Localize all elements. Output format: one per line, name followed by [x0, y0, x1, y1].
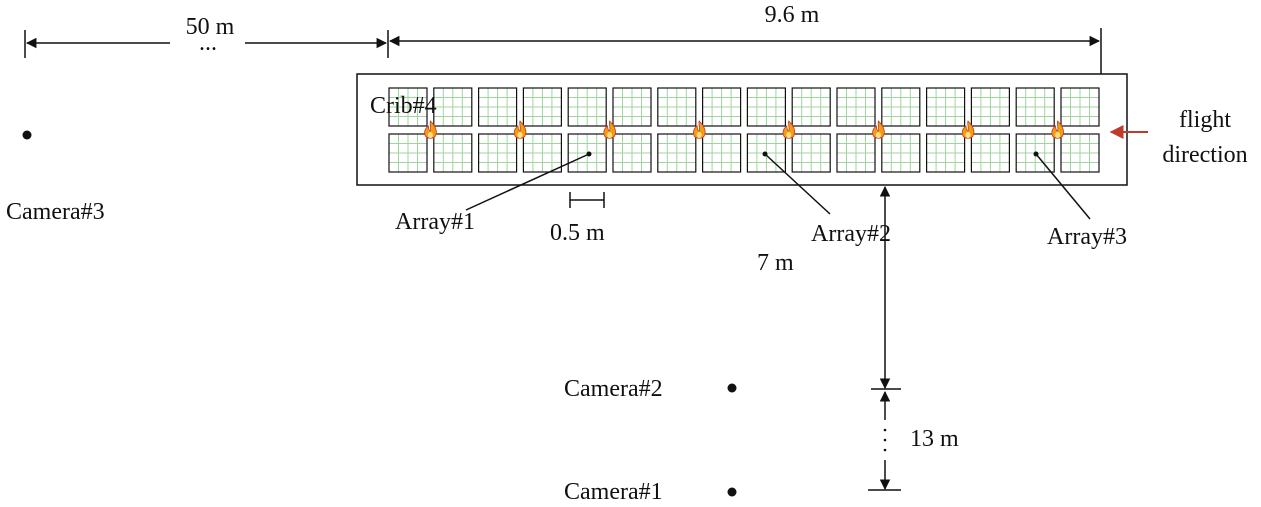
fire-icon [603, 120, 616, 139]
crib-cell [388, 87, 428, 127]
camera3-marker [22, 130, 32, 140]
crib-cell [612, 87, 652, 127]
crib-cell [433, 87, 473, 127]
label-cell-size: 0.5 m [550, 220, 605, 246]
fire-icon [424, 120, 437, 139]
fire-icon [1051, 120, 1064, 139]
dim-crib-to-camera2 [871, 185, 901, 390]
crib-cell [836, 133, 876, 173]
crib-cell [881, 133, 921, 173]
crib-cell [746, 87, 787, 127]
crib-cell [433, 133, 473, 173]
crib-cell [478, 133, 518, 173]
crib-cell [925, 87, 966, 127]
camera1-marker [727, 487, 737, 497]
crib-cell [478, 87, 518, 127]
crib-cell [388, 133, 428, 173]
ellipsis-horizontal: ... [199, 30, 217, 56]
crib-cell [567, 87, 607, 127]
fire-icon [872, 120, 885, 139]
label-array1: Array#1 [395, 209, 475, 235]
label-crib-width: 9.6 m [765, 2, 820, 28]
label-camera2: Camera#2 [564, 376, 663, 402]
fire-icon [693, 120, 706, 139]
fire-icon [513, 120, 527, 139]
fire-icon [961, 120, 975, 139]
crib-cell [925, 133, 966, 173]
crib-cell [881, 87, 921, 127]
fire-markers [424, 120, 1064, 139]
crib-cell [970, 87, 1011, 127]
label-flight-line2: direction [1162, 142, 1247, 168]
label-dist-camera3: 50 m [186, 14, 235, 40]
label-crib: Crib#4 [370, 93, 437, 119]
dim-camera3-distance [24, 30, 389, 58]
crib-cell [1015, 87, 1055, 127]
crib-cell [657, 133, 697, 173]
crib-cell [791, 87, 831, 127]
fire-icon [782, 120, 796, 139]
crib-frame [356, 73, 1128, 186]
crib-cell [657, 87, 697, 127]
crib-cell [1060, 87, 1100, 127]
crib-cell [701, 133, 742, 173]
array-leader-lines [465, 151, 1091, 220]
crib-cell [970, 133, 1011, 173]
crib-cell [522, 87, 563, 127]
label-flight-line1: flight [1179, 107, 1231, 133]
dim-camera2-to-camera1 [868, 390, 901, 491]
crib-cell [612, 133, 652, 173]
label-camera1: Camera#1 [564, 479, 663, 505]
cell-size-scale [569, 192, 605, 208]
crib-cell [791, 133, 831, 173]
label-dist-crib-camera2: 7 m [757, 250, 794, 276]
crib-cell [836, 87, 876, 127]
dim-crib-width [388, 28, 1102, 74]
crib-cell [1060, 133, 1100, 173]
label-dist-camera2-camera1: 13 m [910, 426, 959, 452]
crib-cell [522, 133, 563, 173]
camera2-marker [727, 383, 737, 393]
label-array2: Array#2 [811, 221, 891, 247]
crib-cell [701, 87, 742, 127]
crib-cell-grid [388, 87, 1100, 173]
label-camera3: Camera#3 [6, 199, 105, 225]
label-array3: Array#3 [1047, 224, 1127, 250]
